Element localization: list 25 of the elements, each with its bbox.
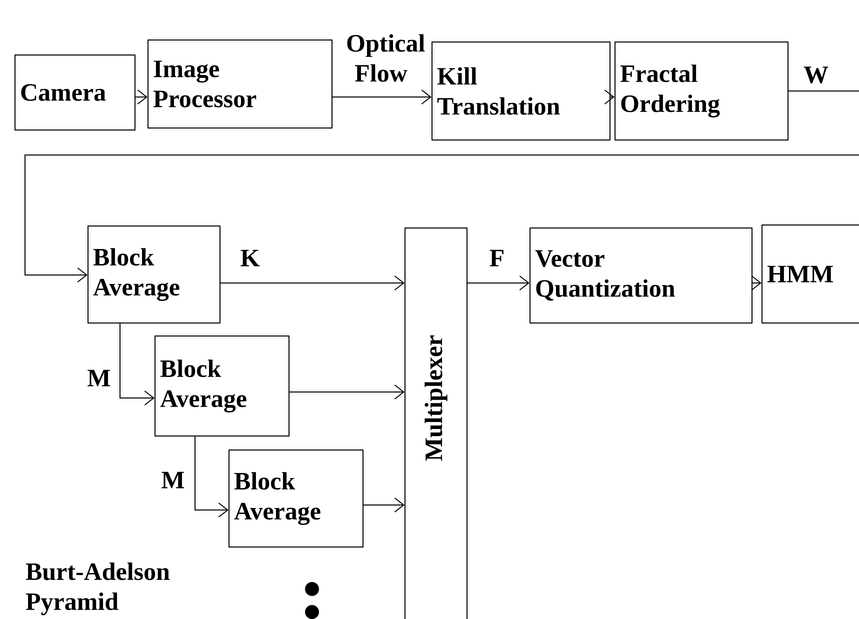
process-box: Vector Quantization	[530, 228, 752, 324]
process-box: Camera	[14, 54, 136, 130]
process-box: Block Average	[228, 450, 364, 548]
process-box: Image Processor	[148, 40, 332, 128]
arrow	[194, 436, 228, 518]
process-box: HMM	[762, 224, 859, 324]
pyramid-label: Burt-Adelson Pyramid	[26, 562, 170, 616]
edge-label: Optical Flow	[347, 34, 425, 82]
edge-label: F	[490, 250, 504, 266]
process-box: Block Average	[88, 226, 220, 324]
edge-label: W	[804, 66, 828, 84]
process-box: Kill Translation	[432, 42, 610, 140]
arrow	[120, 323, 154, 406]
arrow	[24, 90, 859, 282]
process-box: Block Average	[154, 336, 290, 436]
edge-label: M	[162, 472, 184, 488]
arrow	[467, 276, 530, 290]
arrow	[332, 90, 432, 104]
arrow	[363, 498, 404, 512]
arrow	[220, 276, 404, 290]
arrow	[289, 384, 404, 400]
edge-label: K	[240, 250, 260, 266]
edge-label: M	[88, 370, 110, 386]
multiplexer-box: Multiplexer	[404, 228, 468, 619]
process-box: Fractal Ordering	[614, 42, 788, 140]
